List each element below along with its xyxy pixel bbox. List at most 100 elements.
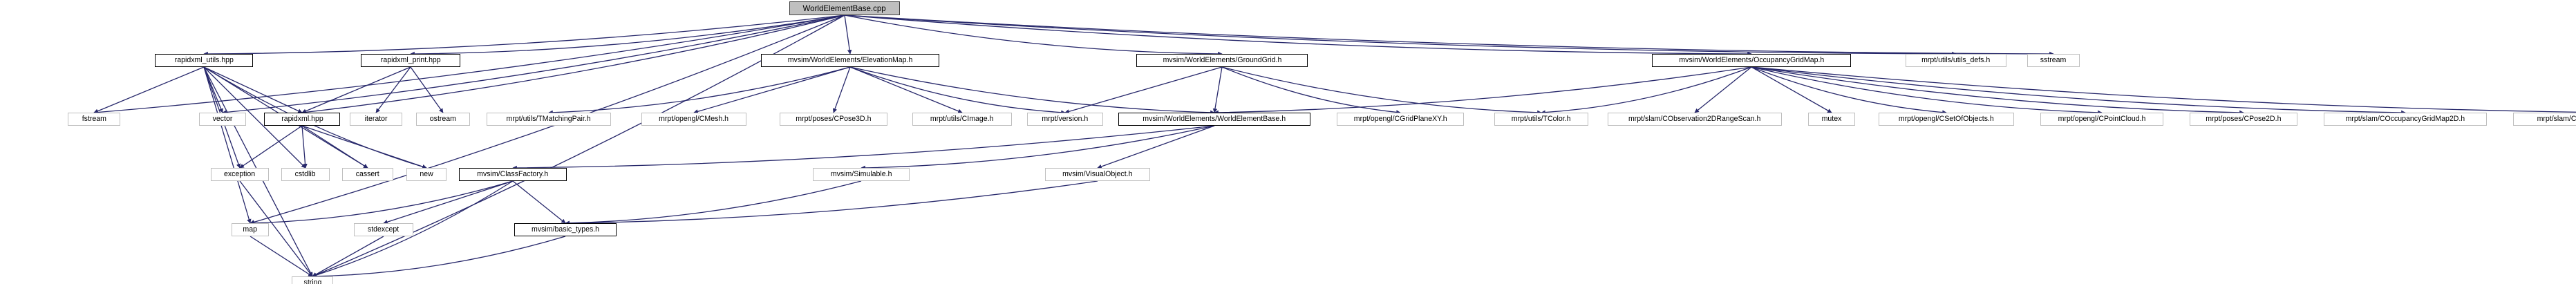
graph-node-n38[interactable]: string (292, 276, 333, 284)
graph-edge (375, 66, 411, 113)
graph-edge (239, 125, 303, 169)
graph-node-n6[interactable]: mrpt/utils/utils_defs.h (1906, 54, 2006, 67)
graph-node-n8[interactable]: fstream (68, 113, 120, 126)
graph-edge (1751, 66, 2244, 115)
graph-edge (832, 66, 851, 113)
graph-node-n0[interactable]: WorldElementBase.cpp (789, 1, 900, 15)
graph-node-n1[interactable]: rapidxml_utils.hpp (155, 54, 253, 67)
graph-node-label: mvsim/WorldElements/OccupancyGridMap.h (1679, 56, 1824, 64)
graph-edge (1097, 125, 1215, 169)
graph-node-n37[interactable]: mvsim/basic_types.h (514, 223, 617, 236)
graph-node-n5[interactable]: mvsim/WorldElements/OccupancyGridMap.h (1652, 54, 1851, 67)
graph-edge (512, 125, 1215, 171)
graph-edge (250, 180, 514, 226)
graph-node-n15[interactable]: mrpt/poses/CPose3D.h (780, 113, 887, 126)
graph-edge (844, 15, 852, 55)
graph-edge (844, 15, 2054, 57)
graph-node-n24[interactable]: mrpt/opengl/CPointCloud.h (2040, 113, 2163, 126)
graph-node-n25[interactable]: mrpt/poses/CPose2D.h (2190, 113, 2297, 126)
graph-edge (1751, 66, 2406, 115)
graph-node-label: fstream (82, 115, 106, 123)
graph-node-label: mrpt/opengl/CGridPlaneXY.h (1353, 115, 1447, 123)
graph-node-label: mrpt/slam/CObservation2DRangeScan.h (1628, 115, 1761, 123)
graph-node-n10[interactable]: rapidxml.hpp (264, 113, 340, 126)
graph-edge (1221, 66, 1401, 115)
graph-node-label: ostream (429, 115, 457, 123)
graph-edge (1694, 66, 1752, 113)
graph-edge (1751, 66, 2576, 113)
graph-node-label: mrpt/poses/CPose3D.h (796, 115, 872, 123)
graph-node-label: mvsim/WorldElements/GroundGrid.h (1163, 56, 1281, 64)
graph-edge (565, 180, 1098, 226)
graph-edge (849, 66, 963, 113)
graph-node-n31[interactable]: new (406, 168, 446, 181)
graph-node-n9[interactable]: vector (199, 113, 246, 126)
graph-node-label: mvsim/WorldElements/ElevationMap.h (787, 56, 913, 64)
graph-node-label: rapidxml_utils.hpp (174, 56, 234, 64)
graph-node-n18[interactable]: mvsim/WorldElements/WorldElementBase.h (1118, 113, 1310, 126)
graph-edge (301, 125, 308, 169)
graph-edge (1221, 66, 1542, 115)
graph-edge (203, 66, 303, 113)
graph-node-n21[interactable]: mrpt/slam/CObservation2DRangeScan.h (1608, 113, 1782, 126)
graph-node-n16[interactable]: mrpt/utils/CImage.h (912, 113, 1012, 126)
graph-node-label: mvsim/ClassFactory.h (477, 170, 549, 178)
graph-edge (222, 15, 845, 115)
graph-node-n27[interactable]: mrpt/slam/CSinCosLookUpTableFor2DScans.h (2513, 113, 2576, 126)
graph-node-n30[interactable]: cassert (342, 168, 393, 181)
graph-node-n7[interactable]: sstream (2027, 54, 2080, 67)
graph-node-label: mrpt/utils/CImage.h (930, 115, 994, 123)
graph-node-label: mrpt/utils/TMatchingPair.h (506, 115, 592, 123)
graph-node-label: mrpt/opengl/CMesh.h (659, 115, 729, 123)
graph-node-n13[interactable]: mrpt/utils/TMatchingPair.h (487, 113, 611, 126)
graph-node-n34[interactable]: mvsim/VisualObject.h (1045, 168, 1150, 181)
graph-node-n28[interactable]: exception (211, 168, 269, 181)
graph-node-n29[interactable]: cstdlib (281, 168, 330, 181)
graph-edge (844, 15, 1223, 57)
graph-node-n4[interactable]: mvsim/WorldElements/GroundGrid.h (1136, 54, 1308, 67)
graph-edge (849, 66, 1066, 115)
graph-node-label: mrpt/utils/utils_defs.h (1921, 56, 1991, 64)
graph-node-n22[interactable]: mutex (1808, 113, 1855, 126)
graph-edge (301, 125, 368, 169)
graph-node-label: stdexcept (368, 225, 399, 234)
graph-node-n33[interactable]: mvsim/Simulable.h (813, 168, 910, 181)
graph-edge (844, 15, 1752, 57)
graph-edge (93, 66, 205, 113)
graph-edge (1751, 66, 1832, 113)
graph-edge (1541, 66, 1752, 115)
graph-node-n14[interactable]: mrpt/opengl/CMesh.h (641, 113, 746, 126)
graph-node-n23[interactable]: mrpt/opengl/CSetOfObjects.h (1879, 113, 2014, 126)
graph-node-label: mvsim/WorldElements/WorldElementBase.h (1143, 115, 1286, 123)
graph-node-n2[interactable]: rapidxml_print.hpp (361, 54, 460, 67)
graph-node-n12[interactable]: ostream (416, 113, 470, 126)
graph-edge (1751, 66, 1947, 115)
graph-node-label: mutex (1821, 115, 1842, 123)
graph-node-label: string (303, 278, 321, 284)
graph-node-label: mrpt/slam/COccupancyGridMap2D.h (2345, 115, 2465, 123)
graph-edge (1212, 66, 1223, 113)
graph-node-label: cstdlib (295, 170, 316, 178)
graph-edge (250, 236, 313, 277)
graph-node-n26[interactable]: mrpt/slam/COccupancyGridMap2D.h (2324, 113, 2487, 126)
graph-node-n19[interactable]: mrpt/opengl/CGridPlaneXY.h (1337, 113, 1464, 126)
graph-edge (1751, 66, 2103, 115)
graph-node-n20[interactable]: mrpt/utils/TColor.h (1494, 113, 1588, 126)
graph-node-n36[interactable]: stdexcept (354, 223, 413, 236)
graph-node-n3[interactable]: mvsim/WorldElements/ElevationMap.h (761, 54, 939, 67)
graph-edge (203, 66, 223, 113)
graph-node-label: exception (224, 170, 256, 178)
graph-node-n35[interactable]: map (232, 223, 269, 236)
graph-node-n11[interactable]: iterator (350, 113, 402, 126)
graph-node-label: mrpt/slam/CSinCosLookUpTableFor2DScans.h (2537, 115, 2576, 123)
graph-edge (301, 66, 411, 113)
graph-node-label: map (243, 225, 258, 234)
graph-edge (565, 180, 862, 226)
graph-node-label: mrpt/utils/TColor.h (1512, 115, 1571, 123)
graph-edge (410, 15, 845, 57)
graph-node-n32[interactable]: mvsim/ClassFactory.h (459, 168, 567, 181)
graph-edge (312, 236, 566, 279)
graph-edge (203, 15, 845, 57)
graph-node-n17[interactable]: mrpt/version.h (1027, 113, 1103, 126)
